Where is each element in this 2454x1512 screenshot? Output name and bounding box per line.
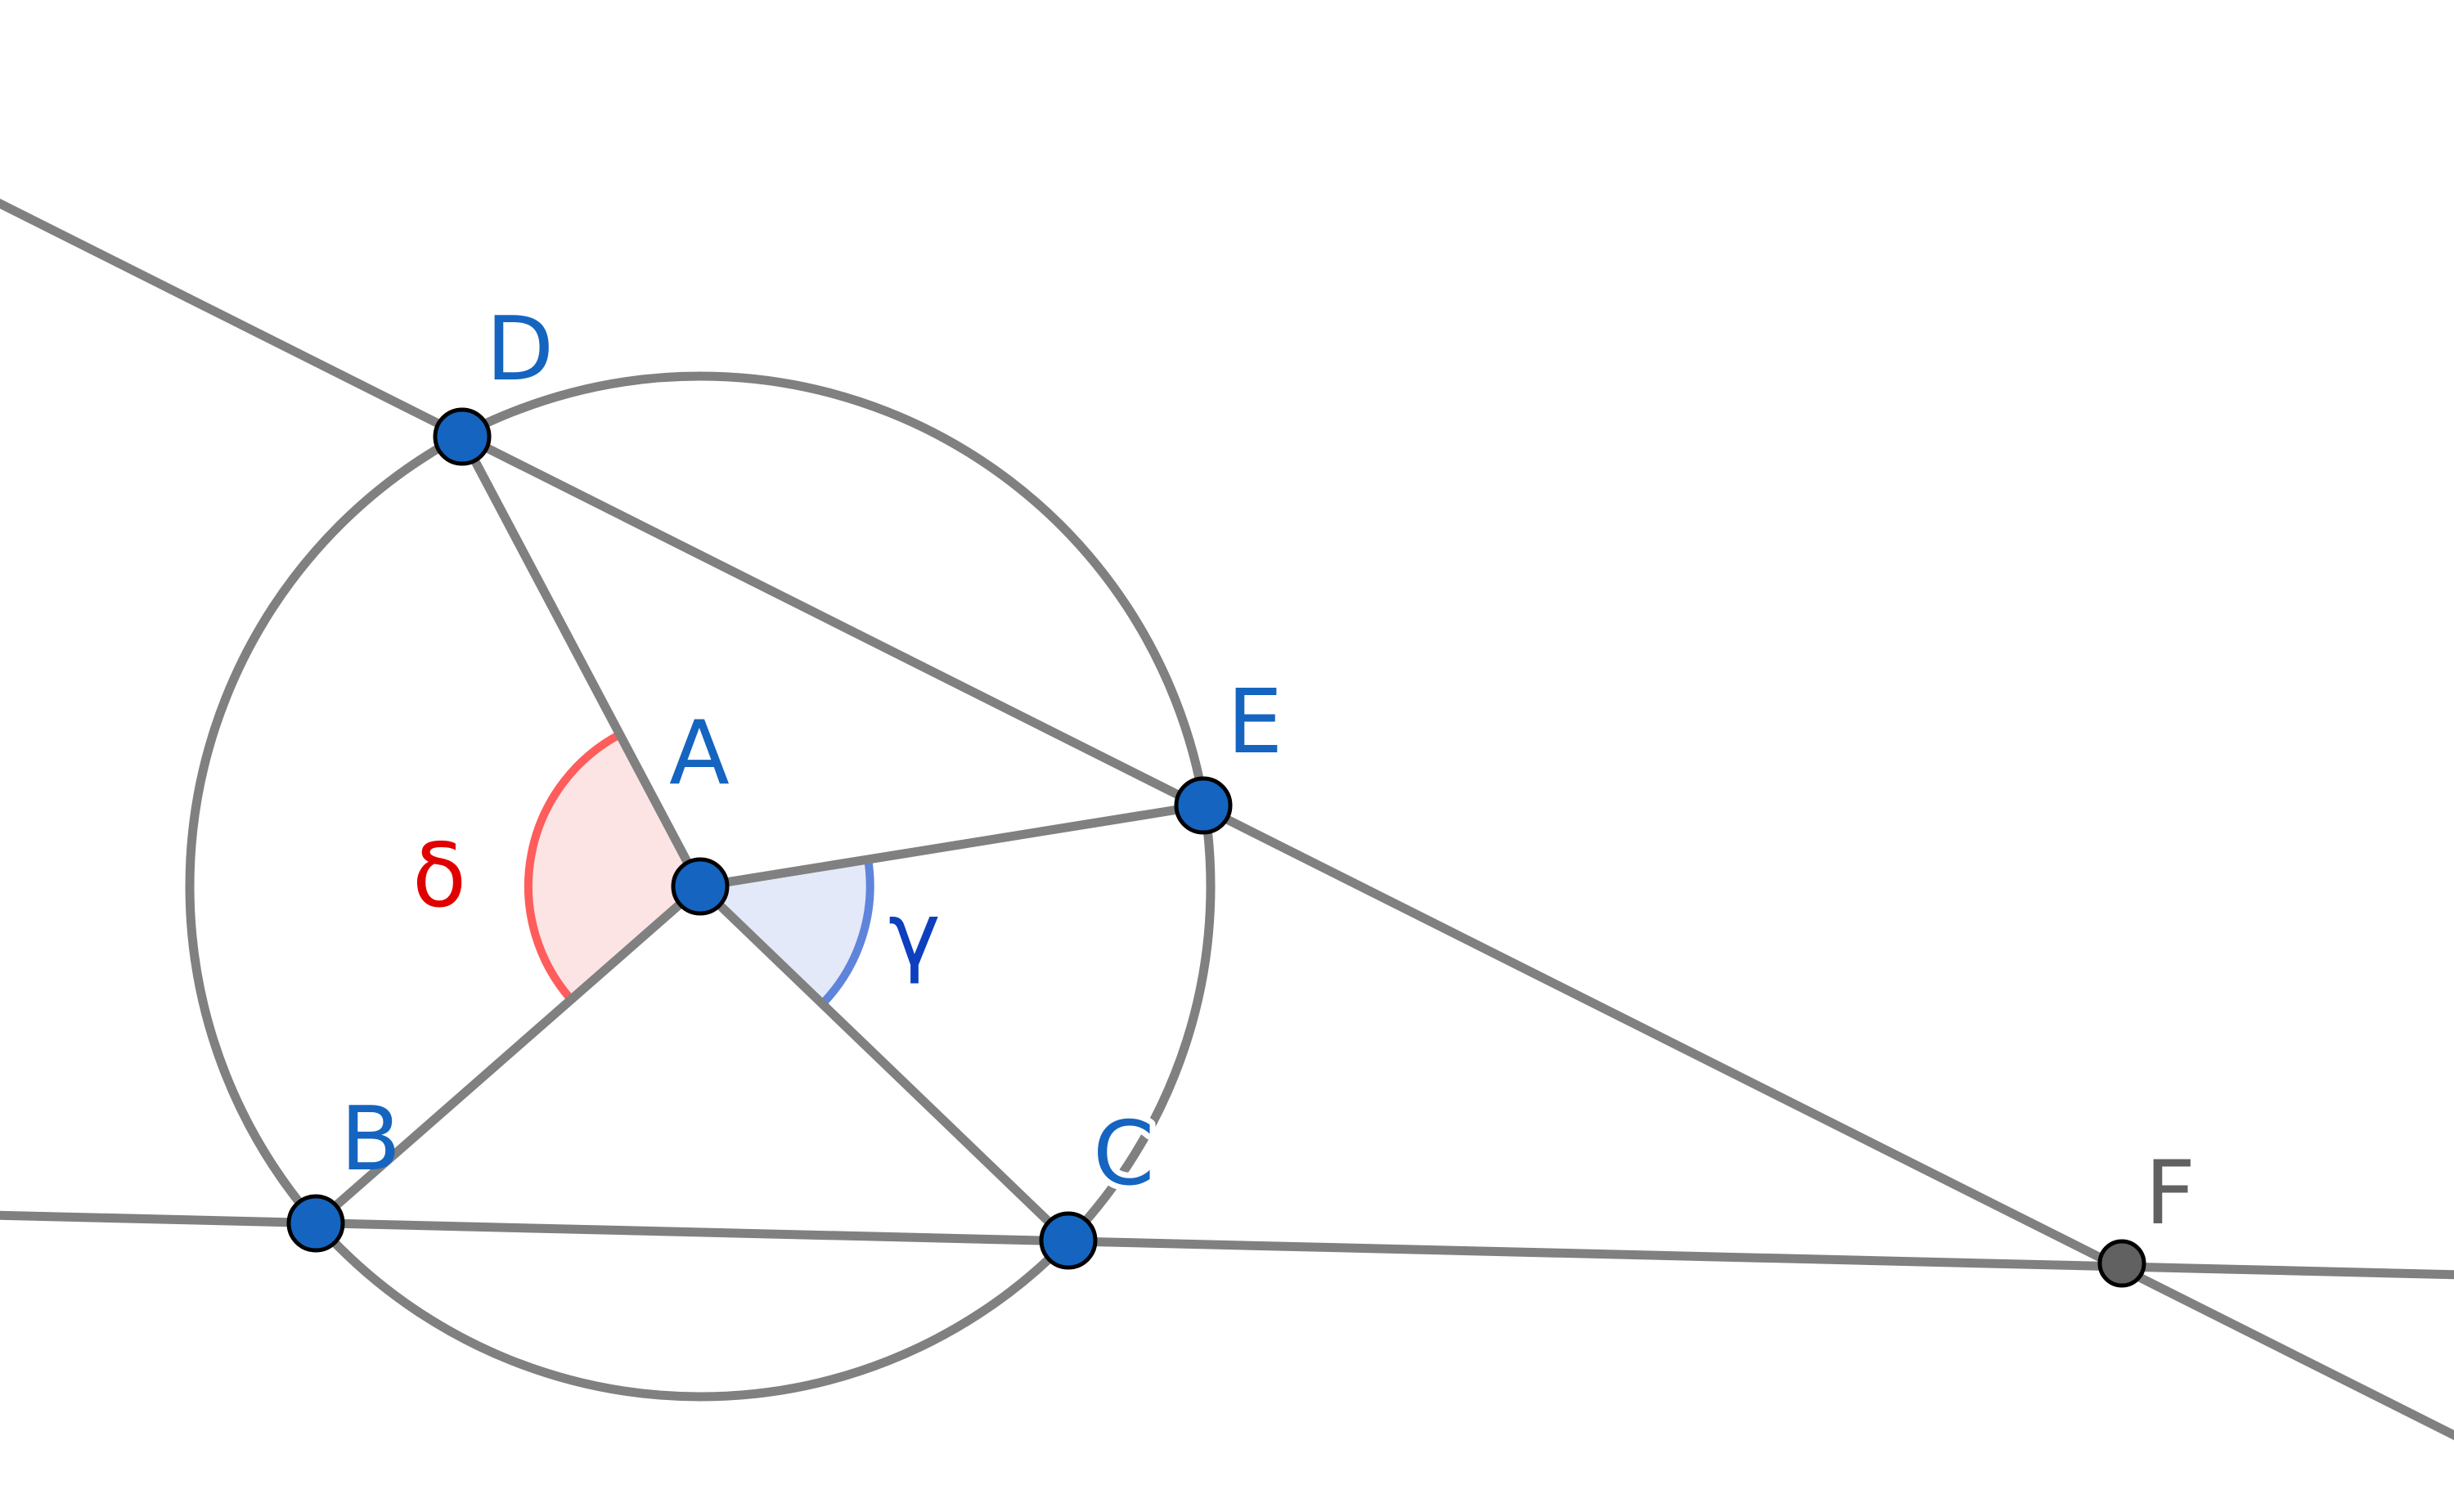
segment-a-c: [697, 883, 1072, 1244]
angle-delta-sector: [528, 734, 700, 998]
label-delta: δ: [412, 825, 466, 927]
point-e[interactable]: [1174, 776, 1233, 835]
segment-a-b: [312, 882, 703, 1227]
point-b[interactable]: [286, 1194, 345, 1253]
point-a[interactable]: [671, 857, 730, 916]
label-b: B: [340, 1088, 401, 1191]
label-a: A: [669, 702, 730, 805]
label-f: F: [2145, 1142, 2196, 1245]
segment-a-e: [699, 801, 1204, 891]
point-f[interactable]: [2097, 1239, 2146, 1288]
line-b-c-f: [0, 1210, 2454, 1280]
segment-a-d: [458, 434, 704, 889]
label-e: E: [1227, 671, 1283, 774]
point-d[interactable]: [433, 407, 492, 466]
angle-gamma-arc: [819, 858, 874, 1007]
label-gamma: γ: [888, 884, 941, 986]
angle-delta-arc: [524, 730, 622, 1002]
point-c[interactable]: [1039, 1211, 1098, 1270]
label-d: D: [486, 298, 554, 401]
angle-gamma-sector: [700, 859, 870, 1004]
label-c: C: [1093, 1103, 1154, 1205]
circle-a: [185, 371, 1216, 1402]
